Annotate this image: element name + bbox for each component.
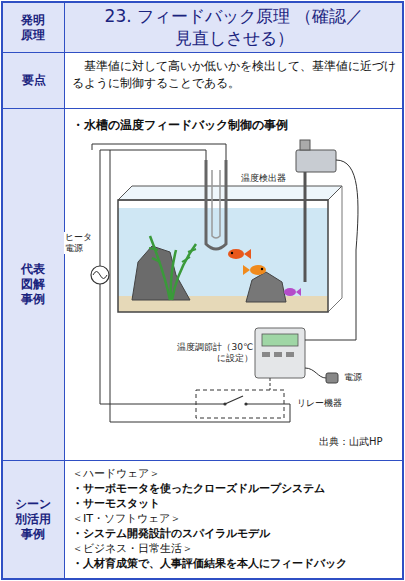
wire [246,404,280,405]
wire [200,404,225,405]
row-label-cell: 発明原理 [2,2,65,53]
sensor-rod [304,172,307,282]
fish [228,249,301,296]
title-cell: 23. フィードバック原理 （確認／見直しさせる） [64,2,404,53]
list-item: ・人材育成策で、人事評価結果を本人にフィードバック [72,556,396,571]
row-label-cell: 代表図解事例 [2,108,65,461]
part-label: 温度検出器 [240,173,287,184]
summary-text: 基準値に対して高いか低いかを検出して、基準値に近づけるように制御することである。 [72,58,396,93]
principle-title: 23. フィードバック原理 （確認／見直しさせる） [84,6,384,49]
wire [92,144,226,160]
ac-source [91,266,109,284]
example-heading: ・水槽の温度フィードバック制御の事例 [72,117,288,134]
heater [206,160,226,249]
part-label: リレー機器 [296,398,343,409]
rock [132,246,190,300]
tank-back-edge [328,298,342,312]
row-label: 発明原理 [20,13,46,43]
list-item: ・サーモスタット [72,496,396,511]
tank-back-edge [342,186,343,298]
list-item: ・システム開発設計のスパイラルモデル [72,526,396,541]
row-label: シーン別活用事例 [14,497,52,542]
power-cord [305,368,326,378]
controller-display [262,334,298,346]
wire [100,150,206,266]
water-plant [149,248,196,262]
row-label: 要点 [22,73,46,88]
power-plug [326,373,338,383]
list-heading: ＜IT・ソフトウェア＞ [72,511,396,526]
sensor-head [296,150,336,172]
relay-switch [225,396,243,404]
content-cell: ＜ハードウェア＞・サーボモータを使ったクローズドループシステム・サーモスタット＜… [64,460,404,579]
row-label: 代表図解事例 [20,262,46,307]
part-label: 電源 [343,372,363,383]
part-label: ヒータ電源 [64,232,93,254]
control-line [270,378,271,390]
source-note: 出典：山武HP [318,436,384,447]
wire [110,150,290,422]
sensor-cable [305,160,358,340]
content-cell: ・水槽の温度フィードバック制御の事例 [64,108,404,461]
list-heading: ＜ビジネス・日常生活＞ [72,541,396,556]
row-label-cell: 要点 [2,52,65,109]
tank-top [118,186,342,200]
part-label: 温度調節計（30℃に設定） [170,342,254,364]
water [118,208,328,312]
ac-symbol [93,272,107,279]
list-item: ・サーボモータを使ったクローズドループシステム [72,481,396,496]
row-label-cell: シーン別活用事例 [2,460,65,579]
content-cell: 基準値に対して高いか低いかを検出して、基準値に近づけるように制御することである。 [64,52,404,109]
list-heading: ＜ハードウェア＞ [72,466,396,481]
rock [246,272,286,302]
tank-outline [118,200,328,312]
heater [212,170,220,238]
water-plant [150,236,196,300]
temperature-controller [255,328,305,378]
relay-box [196,390,284,418]
